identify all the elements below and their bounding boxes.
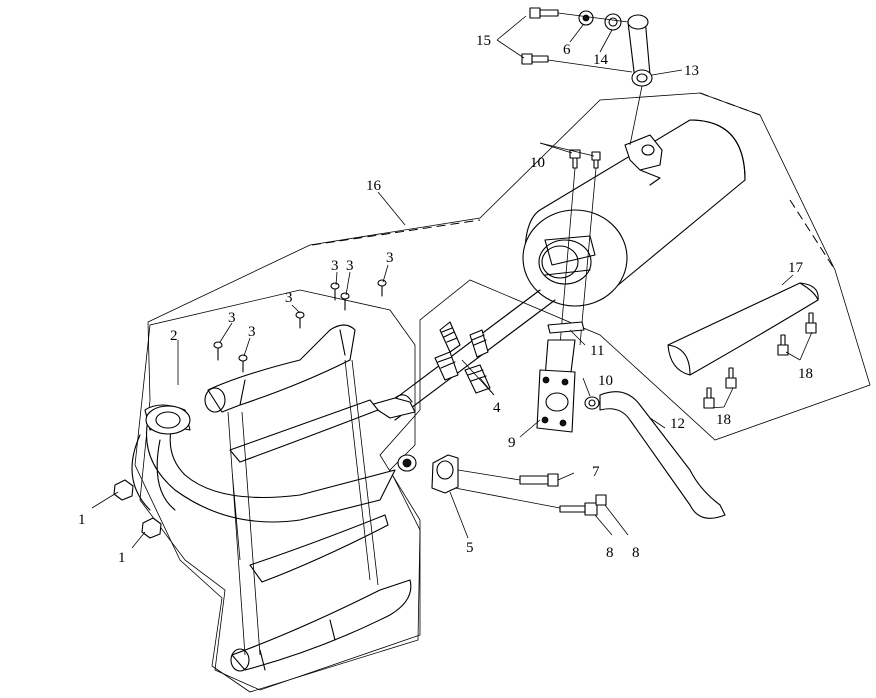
drain-hose[interactable] (599, 391, 726, 519)
callout-3a: 3 (228, 310, 236, 326)
header-heat-shield-lower[interactable] (249, 514, 389, 583)
bolt-10-right[interactable] (591, 151, 601, 169)
muffler-heat-shield[interactable] (667, 282, 819, 376)
spring-a[interactable] (439, 321, 461, 353)
callout-10a: 10 (530, 155, 545, 171)
assembly-16-dashed-boundary (311, 92, 836, 271)
shield-screw-c[interactable] (295, 311, 305, 329)
exhaust-nut-lower[interactable] (141, 517, 162, 539)
spring-b[interactable] (469, 329, 489, 358)
callout-3b: 3 (248, 324, 256, 340)
callout-16: 16 (366, 178, 382, 194)
connector-pipe-centerline (379, 289, 556, 421)
muffler-body[interactable] (522, 119, 746, 307)
callout-4: 4 (493, 400, 501, 416)
callout-3e: 3 (346, 258, 354, 274)
muffler-mount-bracket[interactable] (624, 134, 663, 186)
leader-lines (91, 15, 813, 549)
bolt-15-lower[interactable] (521, 53, 549, 65)
muffler-flange-pipe[interactable] (536, 339, 576, 433)
callout-13: 13 (684, 63, 699, 79)
heat-shield-bolt-c[interactable] (703, 387, 715, 409)
exhaust-flange[interactable] (431, 454, 459, 494)
callout-7: 7 (592, 464, 600, 480)
shield-screw-b[interactable] (238, 354, 248, 373)
shield-guide-lines (227, 359, 379, 656)
heat-shield-bolt-b[interactable] (805, 312, 817, 334)
bolt-15-upper[interactable] (529, 7, 559, 19)
link-rod[interactable] (627, 14, 653, 87)
heat-shield-bolt-d[interactable] (725, 367, 737, 389)
header-heat-shield-upper[interactable] (204, 324, 356, 413)
callout-8b: 8 (632, 545, 640, 561)
callout-1b: 1 (118, 550, 126, 566)
washer[interactable] (578, 10, 594, 26)
pipe-clamp-bracket[interactable] (369, 394, 416, 419)
callout-9: 9 (508, 435, 516, 451)
callout-18b: 18 (716, 412, 731, 428)
header-heat-shield-bottom[interactable] (230, 579, 412, 672)
heat-shield-bolt-a[interactable] (777, 334, 789, 356)
exhaust-nut-upper[interactable] (113, 479, 134, 501)
callout-3d: 3 (331, 258, 339, 274)
exhaust-gasket[interactable] (397, 454, 417, 472)
callout-2: 2 (170, 328, 178, 344)
gasket-ring[interactable] (547, 321, 585, 334)
callout-14: 14 (593, 52, 609, 68)
callout-15: 15 (476, 33, 491, 49)
callout-17: 17 (788, 260, 804, 276)
exhaust-header-pipe[interactable] (131, 404, 396, 523)
spring-c[interactable] (434, 351, 459, 381)
flange-bolt-8b[interactable] (595, 494, 607, 506)
callout-1a: 1 (78, 512, 86, 528)
callout-3f: 3 (386, 250, 394, 266)
shield-screw-a[interactable] (213, 341, 223, 361)
callout-6: 6 (563, 42, 571, 58)
flange-bolt-8a[interactable] (559, 502, 598, 516)
callout-5: 5 (466, 540, 474, 556)
o-ring[interactable] (584, 396, 600, 410)
shield-screw-f[interactable] (377, 279, 387, 297)
header-heat-shield-middle[interactable] (229, 399, 379, 463)
exhaust-pipe-assembly-boundary (134, 289, 421, 693)
callout-11: 11 (590, 343, 604, 359)
flange-bolt-7[interactable] (519, 473, 559, 487)
callout-3c: 3 (285, 290, 293, 306)
shield-screw-d[interactable] (330, 282, 340, 301)
callout-12: 12 (670, 416, 685, 432)
callout-18a: 18 (798, 366, 813, 382)
spring-washer[interactable] (604, 13, 622, 31)
shield-screw-e[interactable] (340, 292, 350, 311)
spring-d[interactable] (464, 364, 491, 394)
callout-10b: 10 (598, 373, 613, 389)
muffler-assembly-boundary (139, 92, 871, 691)
callout-8a: 8 (606, 545, 614, 561)
